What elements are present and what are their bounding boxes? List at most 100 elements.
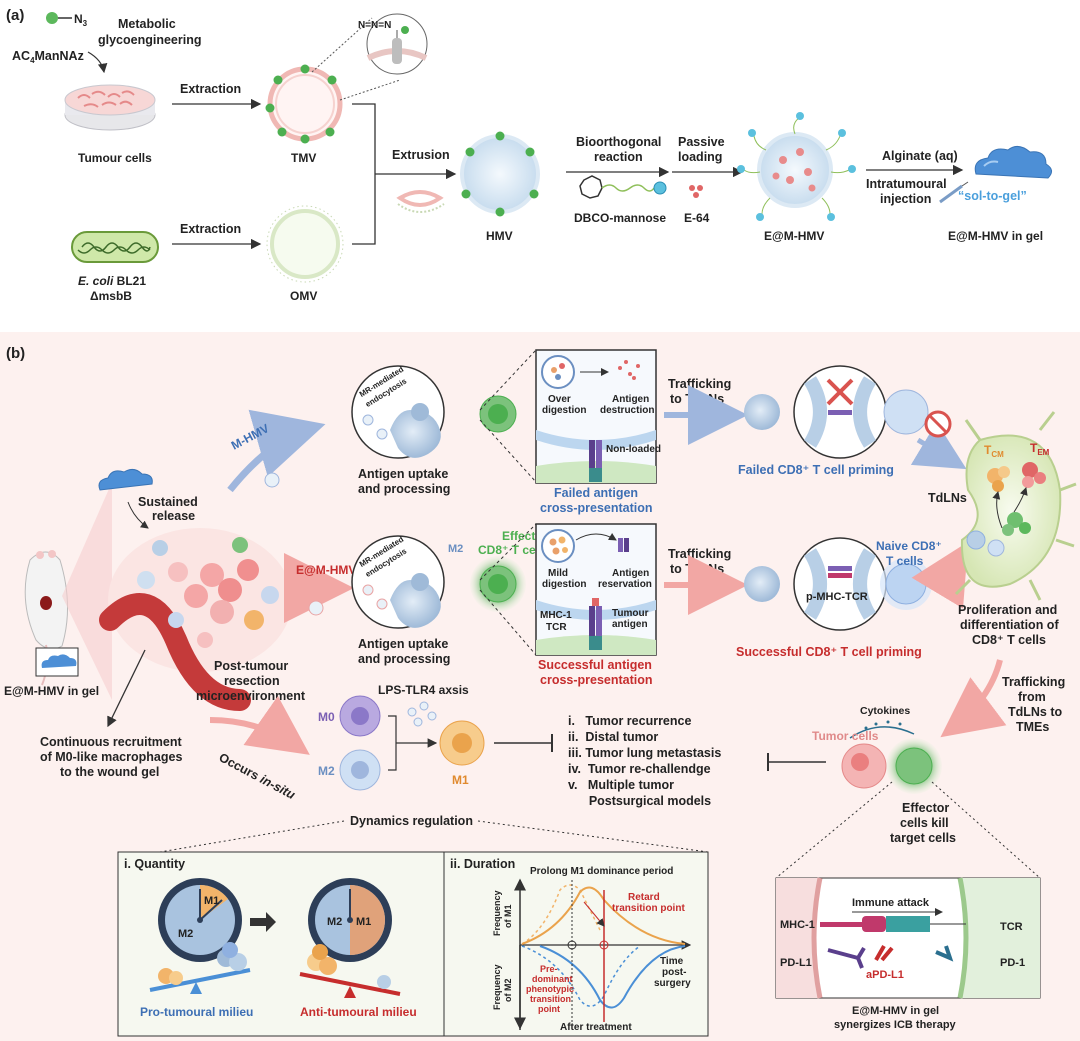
tcm-label: TCM <box>984 443 1004 459</box>
clock-pro-icon <box>158 878 242 962</box>
lps-label: LPS-TLR4 axsis <box>378 683 469 697</box>
outcome-item: v. Multiple tumor <box>568 778 674 792</box>
dynamics-label: Dynamics regulation <box>350 814 473 828</box>
alginate-label: Alginate (aq) <box>882 149 958 163</box>
gel-inset-cloud-icon <box>41 654 77 668</box>
clock-m1-label: M1 <box>204 895 219 907</box>
extraction-bottom-label: Extraction <box>180 222 241 236</box>
trafficking-tme-3: TdLNs to <box>1008 705 1063 719</box>
tumour-cells-label: Tumour cells <box>78 151 152 165</box>
naive-label-1: Naive CD8⁺ <box>876 539 942 553</box>
ac4mannaz-label: AC4ManNAz <box>12 49 84 65</box>
pre-dominant-5: point <box>538 1004 560 1014</box>
post-resection-label-2: resection <box>224 674 280 688</box>
clock-m2b-label: M2 <box>327 916 342 928</box>
anti-milieu-label: Anti-tumoural milieu <box>300 1005 417 1019</box>
tem-label: TEM <box>1030 441 1050 457</box>
syringe-icon <box>939 181 969 204</box>
failed-crosspresentation-box <box>535 349 657 484</box>
uptake-top-label-1: Antigen uptake <box>358 467 448 481</box>
quantity-arrow-icon <box>250 912 276 932</box>
icb-pd1-label: PD-1 <box>1000 957 1025 969</box>
antigen-destruction-1: Antigen <box>612 394 649 405</box>
continuous-label-1: Continuous recruitment <box>40 735 183 749</box>
polarization-bracket <box>388 715 436 771</box>
sustained-cloud-icon <box>98 468 153 491</box>
pro-milieu-label: Pro-tumoural milieu <box>140 1005 253 1019</box>
e64-label: E-64 <box>684 211 710 225</box>
clock-anti-icon <box>308 878 392 962</box>
no-entry-icon <box>924 410 952 438</box>
proliferation-label-3: CD8⁺ T cells <box>972 633 1046 647</box>
zoom-wedge <box>62 482 112 700</box>
freq-m1-label: Frequency <box>492 890 502 936</box>
time-label-1: Time <box>660 956 684 967</box>
e64-drug-icon <box>689 185 703 198</box>
mild-digestion-2: digestion <box>542 579 586 590</box>
cytokines-label: Cytokines <box>860 705 910 717</box>
trafficking-tme-1: Trafficking <box>1002 675 1065 689</box>
failed-cp-label-1: Failed antigen <box>554 486 638 500</box>
balance-anti-icon <box>299 944 401 998</box>
time-label-2: post- <box>662 967 686 978</box>
retard-label-1: Retard <box>628 892 660 903</box>
success-priming-label: Successful CD8⁺ T cell priming <box>736 645 922 659</box>
trafficking-tme-2: from <box>1018 690 1046 704</box>
over-digestion-2: digestion <box>542 405 586 416</box>
hmv-label: HMV <box>486 229 513 243</box>
m0-label: M0 <box>318 710 335 724</box>
proliferation-label-1: Proliferation and <box>958 603 1057 617</box>
lps-particles-icon <box>407 701 437 727</box>
n3-label: N3 <box>74 12 88 28</box>
dynamics-line-left <box>159 820 345 853</box>
em-hmv-particle-icon <box>308 600 324 616</box>
duration-title: ii. Duration <box>450 857 515 871</box>
extraction-top-label: Extraction <box>180 82 241 96</box>
outcome-item: iv. Tumor re-challendge <box>568 762 711 776</box>
antigen-reservation-2: reservation <box>598 579 652 590</box>
pre-dominant-3: phenotypic <box>526 984 574 994</box>
bioorthogonal-label-1: Bioorthogonal <box>576 135 661 149</box>
retard-label-2: transition point <box>612 903 685 914</box>
m0-macrophage-icon <box>339 695 381 737</box>
icb-caption-1: E@M-HMV in gel <box>852 1005 939 1017</box>
petri-dish-icon <box>64 84 156 131</box>
proliferation-label-2: differentiation of <box>960 618 1059 632</box>
tmv-label: TMV <box>291 151 316 165</box>
naive-label-2: T cells <box>886 554 924 568</box>
zoom-line-top-1 <box>479 349 537 411</box>
over-digestion-1: Over <box>548 394 571 405</box>
after-treatment-label: After treatment <box>560 1022 632 1033</box>
sustained-label-1: Sustained <box>138 495 198 509</box>
icb-caption-2: synergizes ICB therapy <box>834 1019 957 1031</box>
dc-cell-top-nucleus <box>488 404 508 424</box>
quantity-title: i. Quantity <box>124 857 185 871</box>
azide-label: N=N=N <box>358 20 391 31</box>
pmhc-tcr-label: p-MHC-TCR <box>806 591 868 603</box>
failed-cp-label-2: cross-presentation <box>540 501 653 515</box>
tumour-antigen-2: antigen <box>612 619 648 630</box>
outcome-item: Postsurgical models <box>568 794 711 808</box>
icb-zoom-line-1 <box>775 781 893 879</box>
icb-mhc-label: MHC-1 <box>780 919 815 931</box>
bioorthogonal-label-2: reaction <box>594 150 643 164</box>
recruitment-arrow <box>107 649 146 728</box>
success-cp-label-2: cross-presentation <box>540 673 653 687</box>
success-cp-label-1: Successful antigen <box>538 658 652 672</box>
azide-sugar-icon <box>46 12 72 24</box>
freq-m2-label-2: of M2 <box>503 979 513 1003</box>
pre-dominant-1: Pre- <box>540 964 558 974</box>
post-resection-label-1: Post-tumour <box>214 659 288 673</box>
hmv-vesicle-icon <box>460 131 540 217</box>
zoom-line-bottom-2 <box>479 589 537 656</box>
msbb-label: ΔmsbB <box>90 289 132 303</box>
ecoli-label: E. coli BL21 <box>78 274 146 288</box>
metabolic-arrow <box>87 51 108 74</box>
uptake-circle-bottom <box>351 535 445 629</box>
zoom-line-bottom-1 <box>479 523 537 581</box>
trafficking-bottom-2: to TdLNs <box>670 562 724 576</box>
failed-priming-label: Failed CD8⁺ T cell priming <box>738 463 894 477</box>
antigen-destruction-2: destruction <box>600 405 654 416</box>
zoom-line-top-2 <box>479 419 537 483</box>
m2-label: M2 <box>318 764 335 778</box>
